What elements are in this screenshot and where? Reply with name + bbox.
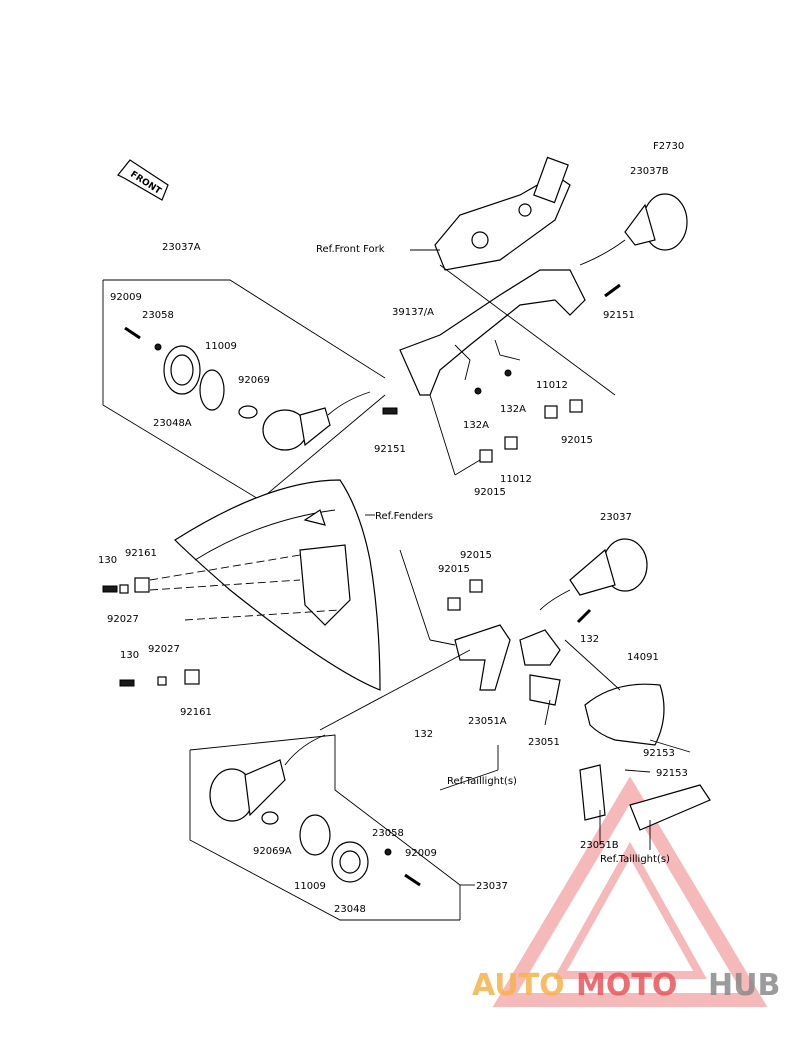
label-23051B: 23051B: [580, 840, 619, 851]
bolt-132-b: [576, 608, 592, 624]
bracket-23051A: [454, 624, 561, 706]
screw-130-b: [119, 679, 135, 687]
label-23037: 23037: [600, 512, 632, 523]
washer-92027-b: [157, 676, 167, 686]
label-92153-b: 92153: [656, 768, 688, 779]
bulb-92069: [238, 405, 258, 419]
label-92151-b: 92151: [603, 310, 635, 321]
cover-14091: [584, 683, 665, 746]
bracket-23051: [529, 674, 561, 706]
label-92153-a: 92153: [643, 748, 675, 759]
label-23037B: 23037B: [630, 166, 669, 177]
bracket-39137A: [399, 269, 586, 396]
turn-signal-23037: [539, 538, 648, 611]
nut-23058-b: [384, 848, 392, 856]
label-92009-b: 92009: [405, 848, 437, 859]
ref-taillight-2: Ref.Taillight(s): [600, 854, 670, 865]
collar-11012-a: [544, 405, 558, 419]
bulb-92069A: [261, 811, 279, 825]
label-92027-a: 92027: [107, 614, 139, 625]
grommet-92161-b: [184, 669, 200, 685]
label-23058-b: 23058: [372, 828, 404, 839]
nut-92015-a: [569, 399, 583, 413]
lens-23048A: [163, 345, 201, 395]
nut-92015-b: [479, 449, 493, 463]
figure-code: F2730: [653, 141, 684, 152]
label-23048: 23048: [334, 904, 366, 915]
nut-23058-a: [154, 343, 162, 351]
group-box-23037A-top: [103, 279, 386, 379]
turn-signal-23037B: [579, 193, 688, 266]
label-92027-b: 92027: [148, 644, 180, 655]
label-11009-b: 11009: [294, 881, 326, 892]
label-11009-a: 11009: [205, 341, 237, 352]
label-23051: 23051: [528, 737, 560, 748]
label-23051A: 23051A: [468, 716, 507, 727]
turn-signal-23037-lower: [209, 734, 326, 822]
label-130-b: 130: [120, 650, 139, 661]
label-92015-c: 92015: [460, 550, 492, 561]
screw-92151-b: [604, 283, 621, 298]
front-fender: [174, 479, 381, 691]
group-box-23037-top: [189, 734, 461, 920]
screw-92151-a: [382, 407, 398, 415]
label-92015-d: 92015: [438, 564, 470, 575]
label-23037-c: 23037: [476, 881, 508, 892]
label-92069: 92069: [238, 375, 270, 386]
label-92151-a: 92151: [374, 444, 406, 455]
screw-92009-a: [124, 326, 141, 340]
label-132-b: 132: [580, 634, 599, 645]
watermark-logo: [492, 776, 768, 1007]
nut-132A-a: [474, 387, 482, 395]
front-arrow-icon: FRONT: [117, 159, 169, 201]
ref-taillight-1: Ref.Taillight(s): [447, 776, 517, 787]
ref-fenders: Ref.Fenders: [375, 511, 433, 522]
svg-text:AUTO: AUTO: [472, 968, 565, 1003]
turn-signal-23037A: [262, 391, 371, 451]
group-box-23037-bottom: [189, 750, 460, 921]
label-11012-a: 11012: [536, 380, 568, 391]
nut-92015-c: [447, 597, 461, 611]
label-23037A: 23037A: [162, 242, 201, 253]
label-130-a: 130: [98, 555, 117, 566]
label-92161-a: 92161: [125, 548, 157, 559]
ring-11009-a: [199, 369, 225, 411]
label-23058-a: 23058: [142, 310, 174, 321]
label-92015-b: 92015: [474, 487, 506, 498]
label-11012-b: 11012: [500, 474, 532, 485]
label-92009-a: 92009: [110, 292, 142, 303]
group-box-23037A-side: [102, 280, 386, 501]
screw-130-a: [102, 585, 118, 593]
lens-23048: [331, 841, 369, 883]
label-92015-a: 92015: [561, 435, 593, 446]
label-92161-b: 92161: [180, 707, 212, 718]
plate-bracket-23051B: [579, 764, 711, 831]
label-14091: 14091: [627, 652, 659, 663]
triple-clamp: [434, 156, 571, 271]
nut-132A-b: [504, 369, 512, 377]
washer-92027-a: [119, 584, 129, 594]
svg-text:MOTO: MOTO: [576, 968, 677, 1003]
ref-front-fork: Ref.Front Fork: [316, 244, 385, 255]
ring-11009-b: [299, 814, 331, 856]
label-39137A: 39137/A: [392, 307, 434, 318]
label-132A-a: 132A: [463, 420, 489, 431]
grommet-92161-a: [134, 577, 150, 593]
collar-11012-b: [504, 436, 518, 450]
label-92069A: 92069A: [253, 846, 292, 857]
watermark-text: AUTO MOTO HUB: [472, 968, 780, 1003]
nut-92015-d: [469, 579, 483, 593]
svg-text:HUB: HUB: [708, 968, 780, 1003]
label-132A-b: 132A: [500, 404, 526, 415]
screw-92009-b: [404, 873, 421, 887]
label-23048A: 23048A: [153, 418, 192, 429]
label-132-a: 132: [414, 729, 433, 740]
